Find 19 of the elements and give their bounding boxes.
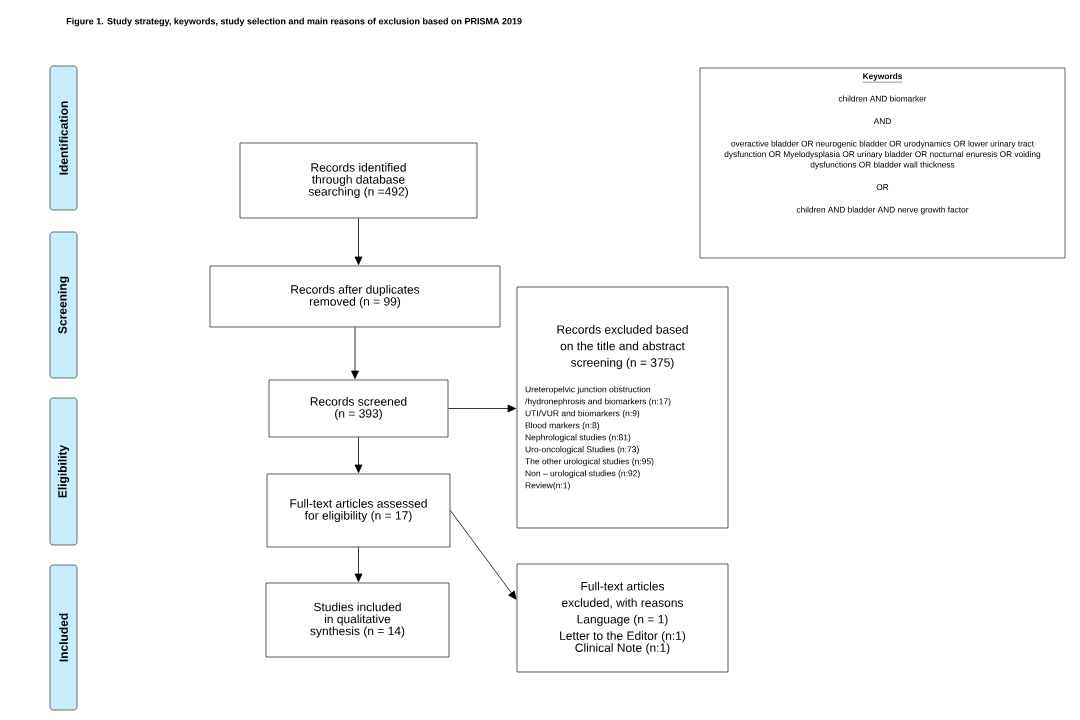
process-box: Full-text articles assessed for eligibility (n = 17) xyxy=(266,473,451,548)
arrow xyxy=(354,437,363,473)
keywords-box: Keywords children AND biomarker AND overactive bladder OR neurogenic bladder OR urodynamics OR lower urinary tract dysfunction OR Myelodysplasia OR urinary bladder OR nocturnal enuresis OR voiding dysfunctions OR bladder wall thickness OR children AND bladder AND nerve growth factor xyxy=(699,67,1066,259)
figure-title: Figure 1. Study strategy, keywords, study selection and main reasons of exclusion based on PRISMA 2019 xyxy=(66,17,522,27)
process-box: Records screened (n = 393) xyxy=(268,379,449,438)
stage-band: Identification xyxy=(49,65,78,211)
stage-band: Screening xyxy=(49,231,78,379)
arrow xyxy=(354,218,363,265)
process-box: Records after duplicates removed (n = 99) xyxy=(209,265,501,328)
arrow xyxy=(448,404,516,413)
stage-band: Eligibility xyxy=(49,397,78,546)
arrow xyxy=(450,510,517,600)
exclusion-box: Records excluded based on the title and abstract screening (n = 375) Ureteropelvic junction obstruction /hydronephrosis and biomarkers (n:17) UTI/VUR and biomarkers (n:9) Blood markers (n:8) Nephrological studies (n:81) Uro-oncological Studies (n:73) The other urological studies (n:95) Non – urological studies (n:92) Review(n:1) xyxy=(516,286,729,529)
arrow xyxy=(351,327,359,379)
process-box: Records identified through database searching (n =492) xyxy=(239,142,478,219)
process-box: Studies included in qualitative synthesis (n = 14) xyxy=(265,582,450,658)
arrow xyxy=(354,547,363,582)
exclusion-box: Full-text articles excluded, with reasons Language (n = 1) Letter to the Editor (n:1) Clinical Note (n:1) xyxy=(516,563,729,673)
stage-band: Included xyxy=(49,564,78,711)
